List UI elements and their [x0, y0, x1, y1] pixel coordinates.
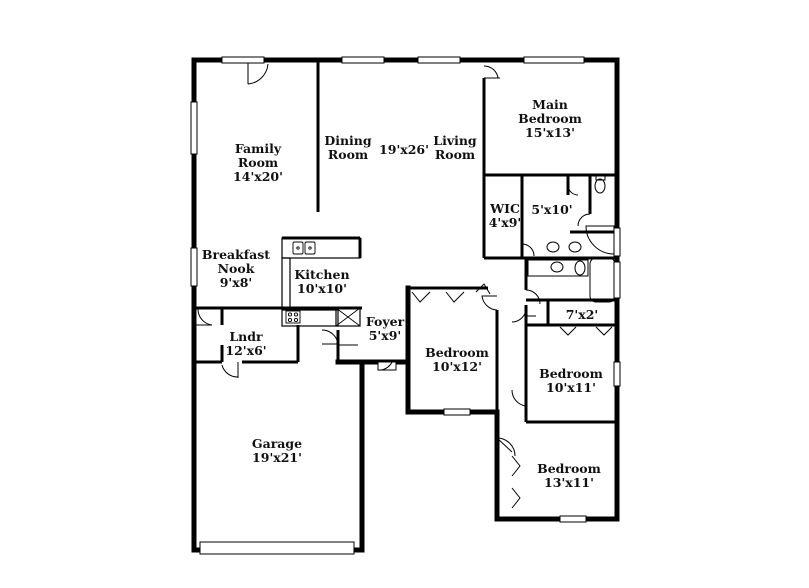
living-room-label: Living Room	[428, 134, 482, 162]
bedroom-center-dims: 10'x12'	[432, 359, 482, 374]
laundry-label: Lndr 12'x6'	[222, 330, 270, 358]
main-bedroom-label: Main Bedroom 15'x13'	[510, 98, 590, 140]
bedroom-right-name: Bedroom	[539, 366, 603, 381]
bedroom-right-label: Bedroom 10'x11'	[534, 367, 608, 395]
kitchen-label: Kitchen 10'x10'	[288, 268, 356, 296]
shower-icon	[585, 225, 615, 255]
foyer-label: Foyer 5'x9'	[362, 315, 408, 343]
bedroom-center-label: Bedroom 10'x12'	[420, 346, 494, 374]
bath-fixtures	[527, 175, 616, 303]
bedroom-right-dims: 10'x11'	[546, 380, 596, 395]
toilet-icon	[594, 178, 606, 194]
interior-walls	[196, 62, 615, 424]
family-room-name: Family Room	[234, 141, 282, 170]
bedroom-center-name: Bedroom	[425, 345, 489, 360]
family-room-label: Family Room 14'x20'	[228, 142, 288, 184]
sink-icon	[546, 241, 560, 253]
windows	[190, 56, 621, 523]
living-room-name: Living Room	[433, 133, 477, 162]
breakfast-nook-dims: 9'x8'	[219, 275, 253, 290]
laundry-dims: 12'x6'	[225, 343, 267, 358]
stove-icon	[285, 310, 301, 324]
breakfast-nook-name: Breakfast Nook	[201, 247, 271, 276]
garage-dims: 19'x21'	[252, 450, 302, 465]
garage-label: Garage 19'x21'	[240, 437, 314, 465]
doors	[196, 62, 591, 457]
family-room-dims: 14'x20'	[233, 169, 283, 184]
garage-door	[199, 541, 355, 555]
dining-room-label: Dining Room	[320, 134, 376, 162]
laundry-name: Lndr	[229, 329, 263, 344]
toilet-icon	[574, 260, 586, 276]
bedroom-bottom-name: Bedroom	[537, 461, 601, 476]
refrigerator-icon	[335, 307, 361, 327]
main-bedroom-dims: 15'x13'	[525, 125, 575, 140]
bathtub-icon	[589, 257, 616, 303]
wic-name: WIC	[490, 201, 520, 216]
breakfast-nook-label: Breakfast Nook 9'x8'	[200, 248, 272, 290]
main-bedroom-name: Main Bedroom	[518, 97, 582, 126]
closet-bifold-doors	[411, 283, 613, 509]
bedroom-bottom-label: Bedroom 13'x11'	[530, 462, 608, 490]
garage-name: Garage	[251, 436, 303, 451]
kitchen-dims: 10'x10'	[297, 281, 347, 296]
sink-icon	[550, 261, 564, 273]
kitchen-sink-icon	[292, 241, 316, 255]
kitchen-name: Kitchen	[294, 267, 350, 282]
bedroom-bottom-dims: 13'x11'	[544, 475, 594, 490]
kitchen-counters	[281, 237, 361, 327]
main-bath-dims: 5'x10'	[531, 202, 573, 217]
foyer-dims: 5'x9'	[368, 328, 402, 343]
wic-dims: 4'x9'	[488, 215, 522, 230]
wic-label: WIC 4'x9'	[486, 202, 524, 230]
foyer-name: Foyer	[365, 314, 405, 329]
closet-small-dims: 7'x2'	[565, 307, 599, 322]
dining-room-name: Dining Room	[324, 133, 372, 162]
great-room-dims: 19'x26'	[379, 142, 429, 157]
sink-icon	[568, 241, 582, 253]
